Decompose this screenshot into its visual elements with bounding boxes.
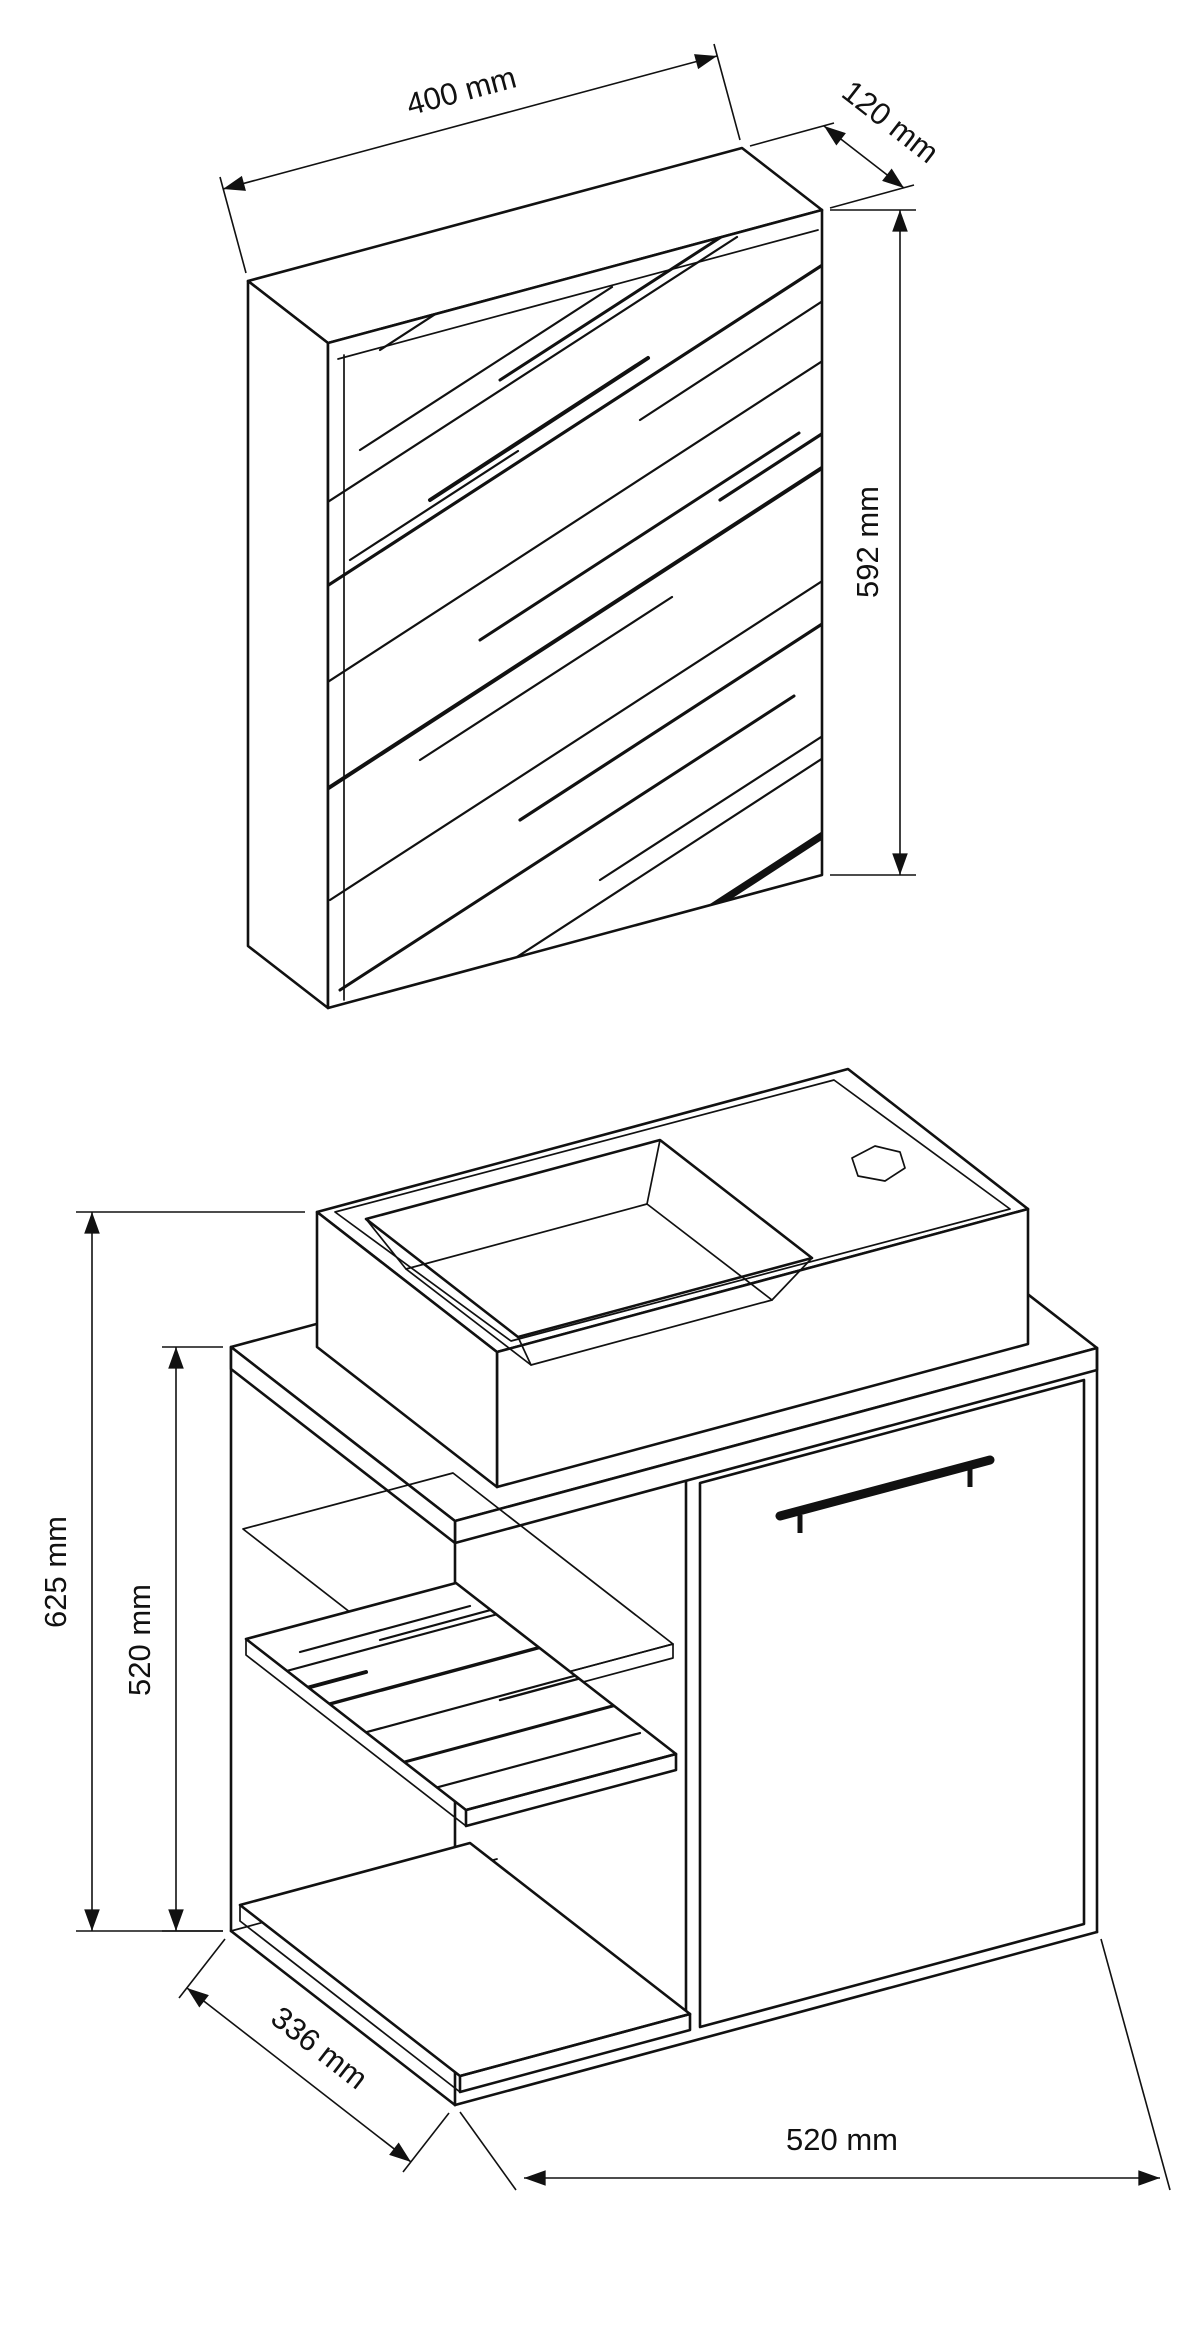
- dimension-label-vanity-depth: 336 mm: [265, 1999, 375, 2096]
- dimension-mirror-height: 592 mm: [830, 209, 916, 876]
- basin-left-face: [315, 1210, 499, 1489]
- dimension-label-total-height: 625 mm: [38, 1516, 73, 1628]
- dimension-label-mirror-height: 592 mm: [850, 486, 885, 598]
- vanity-door: [698, 1378, 1086, 2029]
- dimension-vanity-width: 520 mm: [459, 1938, 1171, 2191]
- basin-inner-rim: [334, 1079, 1011, 1342]
- washbasin: [315, 1067, 1030, 1489]
- door-top-gap-line: [337, 229, 819, 360]
- middle-shelf-left-strip: [245, 1638, 467, 1827]
- mirror-door-face: [326, 208, 824, 1010]
- dimension-label-mirror-width: 400 mm: [403, 59, 520, 122]
- shelf-wood-grain-hatching: [260, 1600, 642, 1794]
- dimension-vanity-carcass-height: 520 mm: [122, 1346, 223, 1932]
- dimension-label-mirror-depth: 120 mm: [836, 73, 946, 170]
- handle-bar: [775, 1455, 995, 1521]
- door-panel: [698, 1378, 1086, 2029]
- dimension-vanity-total-height: 625 mm: [38, 1211, 305, 1932]
- faucet-hole: [851, 1145, 906, 1182]
- mirror-cabinet-body: [246, 146, 824, 1010]
- cabinet-left-side-face: [246, 279, 330, 1010]
- door-handle: [775, 1455, 995, 1533]
- vanity-unit-drawing: 625 mm 520 mm 336 mm 520 mm: [38, 1067, 1171, 2191]
- dimension-label-vanity-width: 520 mm: [786, 2122, 898, 2157]
- front-bottom-edge: [453, 1930, 1099, 2107]
- mirror-cabinet-drawing: 400 mm 120 mm 592 mm: [219, 43, 946, 1010]
- open-shelf-compartment: [238, 1472, 692, 2094]
- dimension-label-carcass-height: 520 mm: [122, 1584, 157, 1696]
